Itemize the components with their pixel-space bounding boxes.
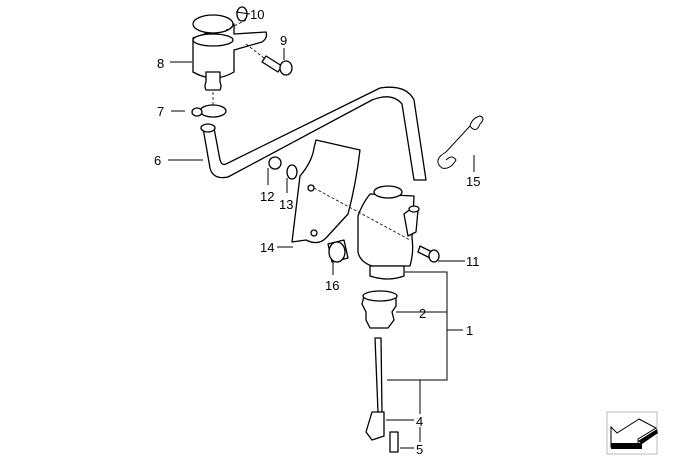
callout-14: 14 xyxy=(260,240,274,255)
callout-16: 16 xyxy=(325,278,339,293)
clamp-part-7 xyxy=(191,104,227,118)
callout-12: 12 xyxy=(260,189,274,204)
callout-9: 9 xyxy=(280,33,287,48)
callout-1: 1 xyxy=(466,323,473,338)
reservoir-part-8 xyxy=(192,14,268,91)
callout-4: 4 xyxy=(416,414,423,429)
callout-15: 15 xyxy=(466,174,480,189)
bracket-part-14 xyxy=(291,139,361,244)
callout-6: 6 xyxy=(154,153,161,168)
washer-part-10 xyxy=(236,6,248,22)
boot-part-2 xyxy=(361,290,398,329)
back-arrow-icon[interactable] xyxy=(606,411,658,455)
washer-part-13 xyxy=(286,164,298,180)
leader-lines xyxy=(168,11,475,449)
pushrod-part-4 xyxy=(365,337,385,441)
callout-5: 5 xyxy=(416,442,423,457)
callout-7: 7 xyxy=(157,104,164,119)
hose-part-6 xyxy=(200,86,427,181)
bolt-part-9 xyxy=(261,55,293,76)
master-cylinder xyxy=(357,185,420,280)
callout-2: 2 xyxy=(419,306,426,321)
clip-part-15 xyxy=(437,115,484,169)
bolt-part-11 xyxy=(417,245,440,263)
pin-part-5 xyxy=(389,431,399,453)
spacer-part-16 xyxy=(327,239,349,263)
callout-8: 8 xyxy=(157,56,164,71)
nut-part-12 xyxy=(268,156,282,170)
callout-13: 13 xyxy=(279,197,293,212)
callout-11: 11 xyxy=(466,254,480,269)
callout-10: 10 xyxy=(250,7,264,22)
